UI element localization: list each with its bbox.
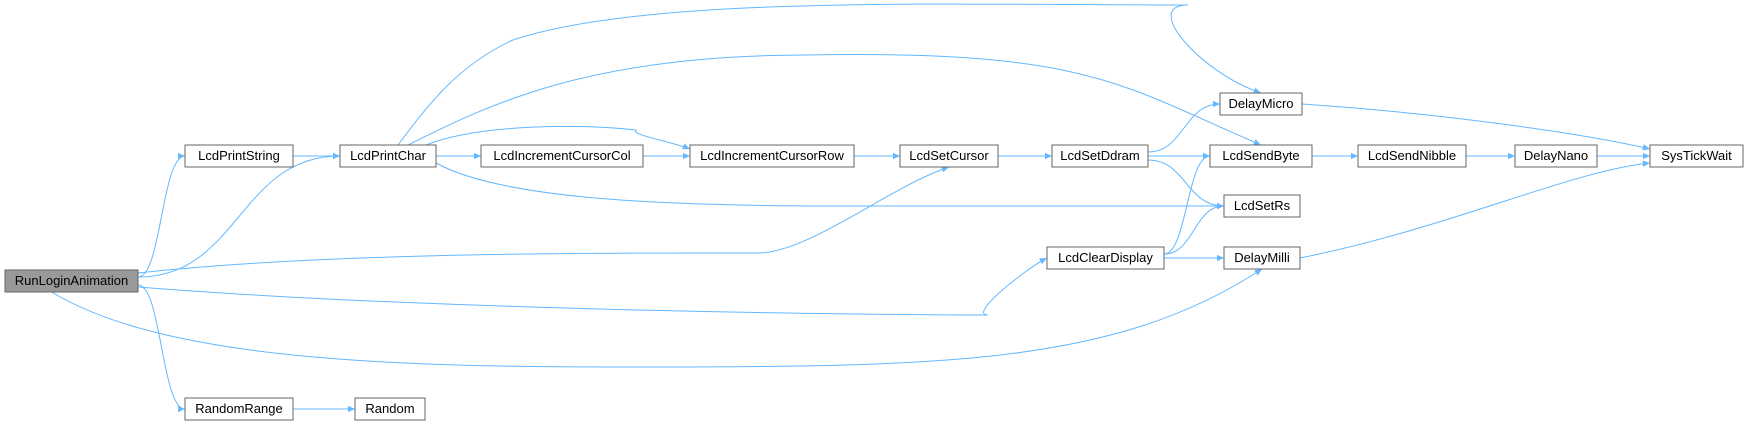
edge-lcdprintchar-to-lcdsetrs [435,162,1224,210]
edge-lcdsetddram-to-lcdsetrs [1147,159,1225,210]
edge-lcdcleardisplay-to-lcdsendbyte [1163,152,1211,255]
node-label: Random [365,401,414,416]
node-label: RandomRange [195,401,282,416]
node-label: LcdSetCursor [909,148,989,163]
edge-delaymilli-to-systickwait [1299,160,1651,259]
node-box [1046,246,1165,270]
node-label: LcdSendByte [1222,148,1299,163]
node-label: LcdIncrementCursorCol [493,148,630,163]
node-label: DelayMicro [1228,96,1293,111]
node-box [1051,144,1149,168]
node-lcdprintchar[interactable]: LcdPrintChar [339,144,437,168]
node-label: LcdSetDdram [1060,148,1139,163]
node-label: RunLoginAnimation [15,273,128,288]
node-box [1357,144,1467,168]
edge-lcdsetddram-to-delaymicro [1147,100,1221,153]
node-label: LcdPrintChar [350,148,427,163]
node-box [1219,92,1303,116]
node-lcdprintstring[interactable]: LcdPrintString [184,144,294,168]
node-box [899,144,999,168]
node-label: LcdSendNibble [1368,148,1456,163]
node-lcdsendnibble[interactable]: LcdSendNibble [1357,144,1467,168]
node-lcdsetrs[interactable]: LcdSetRs [1223,194,1301,218]
edge-runloginanimation-to-delaymilli [51,268,1263,368]
node-label: LcdIncrementCursorRow [700,148,844,163]
node-randomrange[interactable]: RandomRange [184,397,294,421]
node-box [184,397,294,421]
node-box [689,144,855,168]
node-layer: RunLoginAnimation LcdPrintString LcdPrintC… [4,92,1744,421]
node-lcdincrementcursorrow[interactable]: LcdIncrementCursorRow [689,144,855,168]
node-label: DelayNano [1524,148,1588,163]
node-delaymilli[interactable]: DelayMilli [1223,246,1301,270]
node-random[interactable]: Random [354,397,426,421]
edge-runloginanimation-to-lcdprintchar [137,152,341,278]
node-delaynano[interactable]: DelayNano [1514,144,1598,168]
edge-runloginanimation-to-randomrange [137,284,186,413]
node-lcdsetddram[interactable]: LcdSetDdram [1051,144,1149,168]
edge-delaymicro-to-systickwait [1301,103,1651,151]
node-box [1514,144,1598,168]
node-box [480,144,644,168]
node-delaymicro[interactable]: DelayMicro [1219,92,1303,116]
edge-runloginanimation-to-lcdcleardisplay [137,257,1048,316]
node-label: LcdPrintString [198,148,280,163]
node-label: DelayMilli [1234,250,1290,265]
node-lcdsetcursor[interactable]: LcdSetCursor [899,144,999,168]
node-box [184,144,294,168]
edge-runloginanimation-to-lcdprintstring [137,152,186,278]
node-box [1223,194,1301,218]
edge-lcdprintchar-to-lcdsendbyte [407,54,1262,146]
node-box [1209,144,1313,168]
node-lcdcleardisplay[interactable]: LcdClearDisplay [1046,246,1165,270]
node-box [1649,144,1744,168]
edge-runloginanimation-to-lcdsetcursor [137,166,950,274]
node-label: LcdSetRs [1234,198,1291,213]
edge-lcdprintchar-to-lcdincrementcursorrow [425,125,691,150]
node-lcdsendbyte[interactable]: LcdSendByte [1209,144,1313,168]
edge-lcdprintchar-to-delaymicro [397,3,1262,146]
node-systickwait[interactable]: SysTickWait [1649,144,1744,168]
edge-layer [51,3,1651,413]
node-box [339,144,437,168]
node-box [4,269,139,293]
node-label: SysTickWait [1661,148,1732,163]
node-label: LcdClearDisplay [1058,250,1153,265]
edge-lcdcleardisplay-to-lcdsetrs [1163,202,1225,255]
node-box [354,397,426,421]
node-box [1223,246,1301,270]
node-runloginanimation[interactable]: RunLoginAnimation [4,269,139,293]
node-lcdincrementcursorcol[interactable]: LcdIncrementCursorCol [480,144,644,168]
